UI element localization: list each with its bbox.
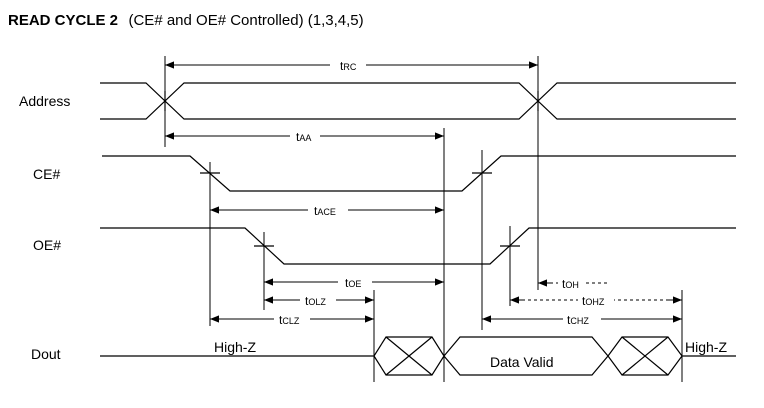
toh-label: tOH [562,277,579,291]
high-z-right-label: High-Z [685,339,727,355]
tohz-dimension: tOHZ [510,293,682,308]
trc-label: tRC [340,59,357,73]
ce-waveform [102,155,736,192]
address-waveform [100,82,736,120]
signal-label-dout: Dout [31,346,61,362]
dout-waveform [100,336,736,376]
tchz-label: tCHZ [567,313,589,327]
signal-label-oe: OE# [33,237,61,253]
toe-label: tOE [345,276,361,290]
tace-dimension: tACE [210,203,444,218]
trc-dimension: tRC [165,58,538,73]
high-z-left-label: High-Z [214,339,256,355]
reference-lines [164,56,683,382]
tchz-dimension: tCHZ [482,312,682,327]
tclz-dimension: tCLZ [210,312,374,327]
toh-dimension: tOH [538,276,607,291]
data-valid-label: Data Valid [490,354,554,370]
tolz-label: tOLZ [305,294,326,308]
tohz-label: tOHZ [582,294,605,308]
signal-label-address: Address [19,93,70,109]
taa-label: tAA [296,130,311,144]
signal-label-ce: CE# [33,166,60,182]
oe-waveform [100,227,736,265]
tclz-label: tCLZ [279,313,300,327]
taa-dimension: tAA [165,129,444,144]
tolz-dimension: tOLZ [264,293,374,308]
diagram-title: READ CYCLE 2 (CE# and OE# Controlled) (1… [8,12,364,29]
toe-dimension: tOE [264,275,444,290]
tace-label: tACE [314,204,336,218]
title-bold: READ CYCLE 2 [8,12,118,29]
title-rest: (CE# and OE# Controlled) (1,3,4,5) [128,12,363,29]
